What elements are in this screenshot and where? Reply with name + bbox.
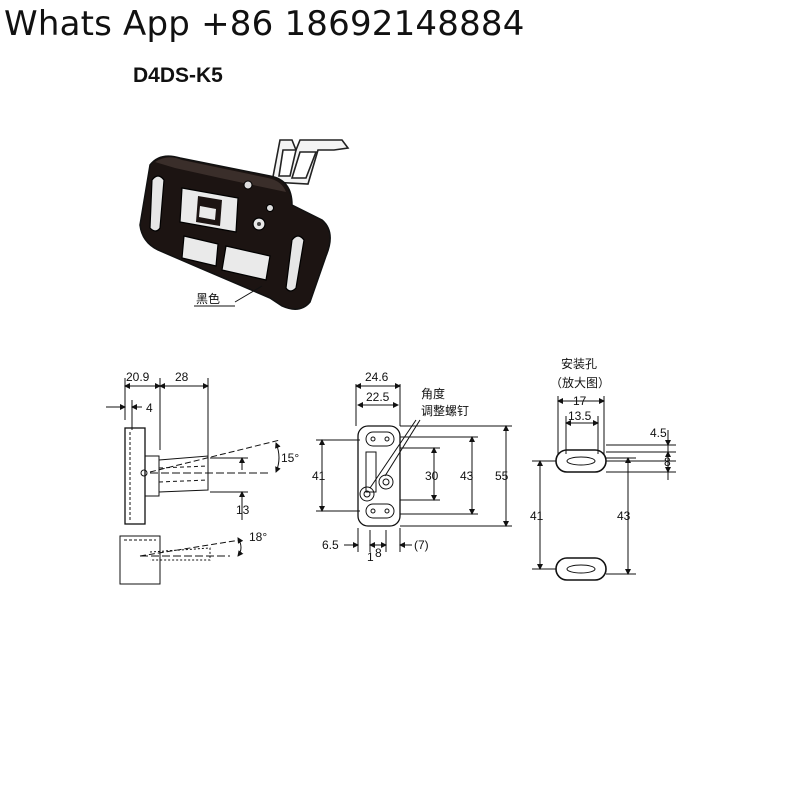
dim-43-front: 43 (460, 469, 474, 483)
dim-7: (7) (414, 538, 429, 552)
mount-title: 安装孔 (561, 356, 597, 371)
dim-17: 17 (573, 394, 587, 408)
front-view (316, 383, 512, 552)
dim-41-front: 41 (312, 469, 326, 483)
model-title: D4DS-K5 (133, 64, 223, 87)
dim-30: 30 (425, 469, 439, 483)
dim-4.5: 4.5 (650, 426, 667, 440)
dim-1: 1 (367, 550, 374, 564)
right-mount-slot (285, 235, 305, 292)
dim-angle-15: 15° (281, 451, 299, 465)
dim-28: 28 (175, 370, 189, 384)
dim-24.6: 24.6 (365, 370, 389, 384)
dim-55: 55 (495, 469, 509, 483)
dim-43-mount: 43 (617, 509, 631, 523)
dim-4: 4 (146, 401, 153, 415)
color-label: 黑色 (196, 292, 220, 306)
dim-13.5: 13.5 (568, 409, 592, 423)
note-adjust-screw: 调整螺钉 (421, 403, 469, 418)
product-illustration (139, 139, 350, 310)
dim-angle-18: 18° (249, 530, 267, 544)
side-view (106, 378, 281, 585)
dim-6.5: 6.5 (322, 538, 339, 552)
dim-13: 13 (236, 503, 250, 517)
dim-8-slot: 8 (664, 455, 671, 469)
whatsapp-contact: Whats App +86 18692148884 (4, 4, 525, 44)
left-mount-slot (149, 175, 165, 232)
mount-subtitle: （放大图） (550, 375, 610, 390)
dim-22.5: 22.5 (366, 390, 390, 404)
mount-holes-view (532, 396, 676, 581)
actuator-key (271, 139, 350, 185)
dim-20.9: 20.9 (126, 370, 150, 384)
dim-41-mount: 41 (530, 509, 544, 523)
note-angle: 角度 (421, 386, 445, 401)
dim-8: 8 (375, 546, 382, 560)
